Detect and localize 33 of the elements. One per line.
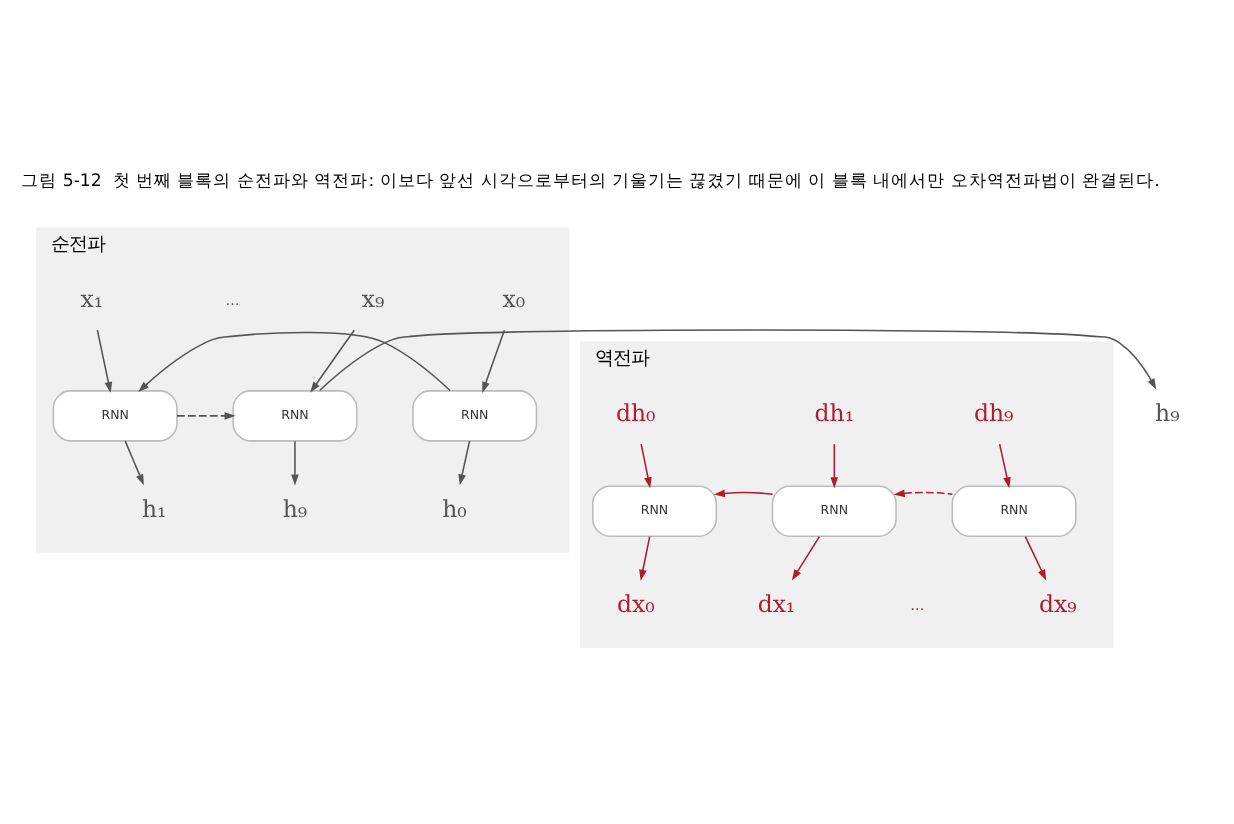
diagram-title: 그림 5-12 첫 번째 블록의 순전파와 역전파: 이보다 앞선 시각으로부터의 기울기는 끊겼기 때문에 이 블록 내에서만 오차역전파법이 완결된다. (21, 171, 1160, 192)
node-text: x₁ (80, 284, 104, 313)
arrow (482, 328, 506, 392)
node-text: dh₉ (974, 398, 1014, 427)
label: … (910, 595, 925, 614)
arrow (998, 442, 1011, 488)
arrow (176, 411, 236, 419)
node-text: dx₁ (757, 589, 796, 618)
node-text: dx₀ (616, 589, 655, 618)
arrow (1024, 534, 1047, 580)
node-text: dh₀ (616, 398, 656, 427)
node-text: dx₉ (1039, 589, 1077, 618)
arrow (458, 439, 471, 485)
node-text: dh₁ (814, 398, 855, 427)
arrow (96, 328, 113, 392)
arrow (124, 439, 144, 485)
node-text: h₉ (282, 493, 308, 522)
node-text: x₉ (361, 284, 385, 313)
arrow (310, 328, 355, 392)
arrow (640, 442, 652, 488)
arrow (138, 330, 451, 392)
node-text: h₁ (142, 493, 167, 522)
label: … (225, 290, 240, 309)
arrow (713, 488, 774, 497)
node-text: h₉ (1155, 398, 1180, 427)
arrow (639, 534, 651, 580)
arrow (291, 439, 299, 485)
arrow (893, 488, 954, 497)
node-text: h₀ (442, 493, 467, 522)
arrow (830, 442, 839, 488)
arrow (318, 328, 1157, 391)
node-text: x₀ (502, 284, 526, 313)
arrow (791, 534, 821, 580)
